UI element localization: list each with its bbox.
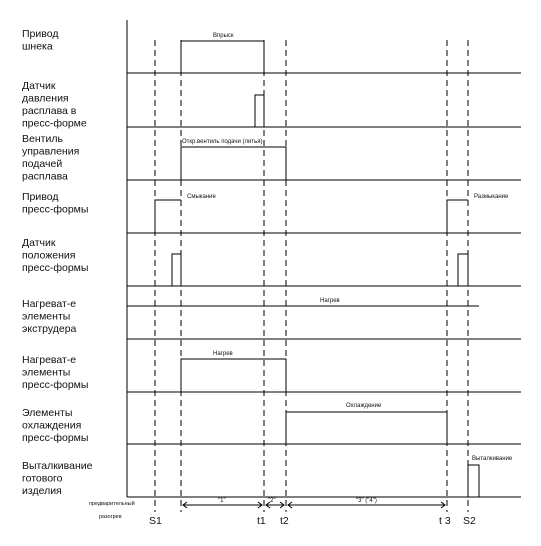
signal-mold-heating <box>180 358 287 392</box>
row-label-4-line: Привод <box>22 191 58 203</box>
interval-1-label: "1" <box>218 498 226 504</box>
row-label-8-line: пресс-формы <box>22 432 88 444</box>
mark-t1: t1 <box>257 515 266 527</box>
label-injection: Впрыск <box>213 33 234 39</box>
interval-3-arrow-left <box>287 501 293 509</box>
mark-s2: S2 <box>463 515 476 527</box>
label-extruder-heat: Нагрев <box>320 298 340 304</box>
label-closing: Смыкание <box>187 194 217 200</box>
row-label-7-line: пресс-формы <box>22 379 88 391</box>
signal-screw-drive <box>180 40 265 73</box>
signal-position-pulse-1 <box>171 253 182 286</box>
interval-2-arrow-left <box>265 501 271 509</box>
row-label-8-line: охлаждения <box>22 420 81 432</box>
row-label-7-line: Нагреват-е <box>22 354 76 366</box>
row-label-5-line: пресс-формы <box>22 262 88 274</box>
row-label-3-line: управления <box>22 146 79 158</box>
signal-waveforms <box>127 40 480 497</box>
signal-labels: Впрыск Откр.вентиль подачи (литья) Смыка… <box>182 33 513 462</box>
mark-t3: t 3 <box>439 515 451 527</box>
row-label-5-line: Датчик <box>22 237 56 249</box>
signal-mold-close <box>154 199 181 233</box>
row-label-3-line: расплава <box>22 171 68 183</box>
row-label-3-line: Вентиль <box>22 133 63 145</box>
signal-ejection <box>467 464 480 497</box>
row-label-4-line: пресс-формы <box>22 204 88 216</box>
interval-arrows: "1" "2" "3" ("4") <box>182 498 446 509</box>
time-marks: предварительный разогрев S1 t1 t2 t 3 S2 <box>89 500 476 527</box>
pre-heat-label-2: разогрев <box>99 514 122 520</box>
row-label-1-line: Привод <box>22 28 58 40</box>
row-label-6-line: элементы <box>22 311 70 323</box>
interval-1-arrow-right <box>257 501 263 509</box>
signal-mold-cooling <box>285 411 448 444</box>
interval-3-arrow-right <box>440 501 446 509</box>
signal-pressure-sensor <box>254 94 265 127</box>
row-label-9-line: изделия <box>22 485 62 497</box>
row-separators <box>127 72 521 498</box>
signal-mold-open <box>446 199 468 233</box>
mark-s1: S1 <box>149 515 162 527</box>
row-label-3-line: подачей <box>22 158 62 170</box>
signal-position-pulse-2 <box>457 253 469 286</box>
row-label-9-line: готового <box>22 473 63 485</box>
label-ejection: Выталкивание <box>472 456 513 462</box>
signal-melt-valve <box>180 146 287 180</box>
row-label-1-line: шнека <box>22 41 53 53</box>
row-label-5-line: положения <box>22 250 75 262</box>
row-label-8-line: Элементы <box>22 407 72 419</box>
row-label-7-line: элементы <box>22 367 70 379</box>
row-label-2-line: Датчик <box>22 80 56 92</box>
row-label-6-line: экструдера <box>22 323 77 335</box>
label-opening: Размыкание <box>474 194 509 200</box>
row-label-2-line: давления <box>22 93 69 105</box>
interval-1-arrow-left <box>182 501 188 509</box>
label-mold-heat: Нагрев <box>213 351 233 357</box>
row-label-2-line: пресс-форме <box>22 118 87 130</box>
interval-3-label: "3" ("4") <box>356 498 377 504</box>
row-label-6-line: Нагреват-е <box>22 298 76 310</box>
label-cooling: Охлаждение <box>346 403 382 409</box>
row-label-9-line: Выталкивание <box>22 460 93 472</box>
label-valve-open: Откр.вентиль подачи (литья) <box>182 139 262 145</box>
row-label-2-line: расплава в <box>22 105 77 117</box>
interval-2-label: "2" <box>268 498 276 504</box>
time-marker-lines <box>154 40 469 512</box>
interval-2-arrow-right <box>279 501 285 509</box>
mark-t2: t2 <box>280 515 289 527</box>
pre-heat-label-1: предварительный <box>89 500 135 507</box>
